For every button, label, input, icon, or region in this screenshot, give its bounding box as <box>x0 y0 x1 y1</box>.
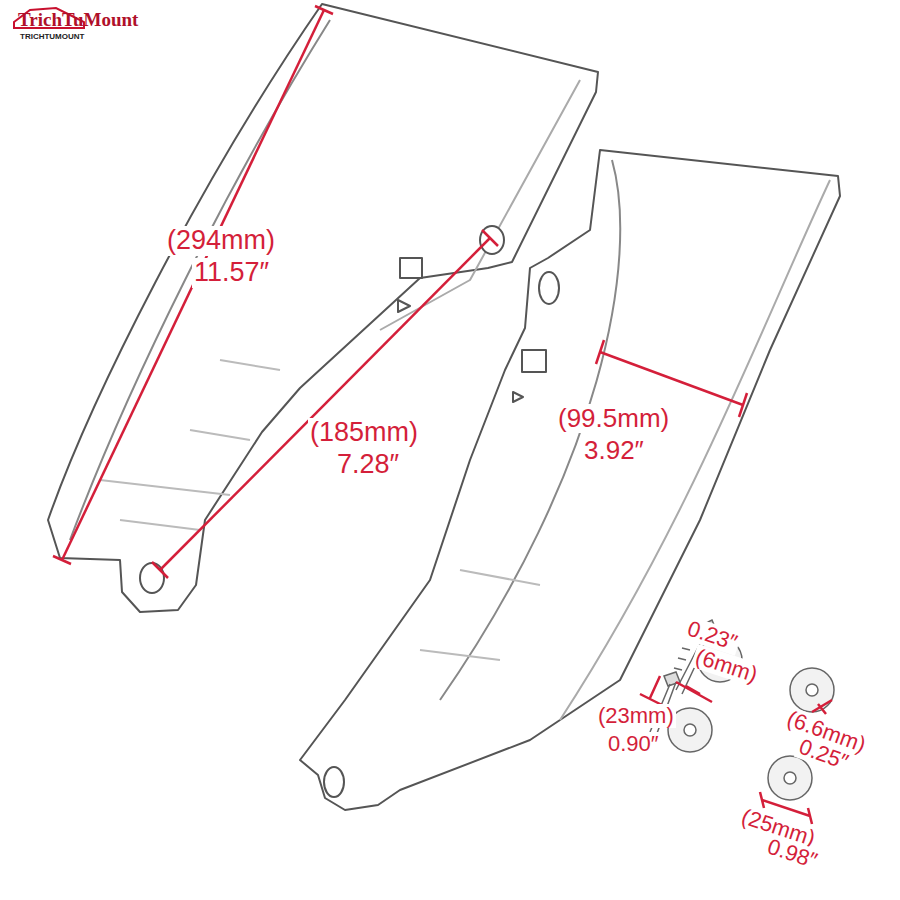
dimension-label: (294mm) <box>165 226 277 256</box>
brand-logo: TRICHTUMOUNT <box>20 33 84 42</box>
deflector-right <box>300 150 840 810</box>
hardware <box>650 620 834 800</box>
dimension-label: (185mm) <box>308 418 420 448</box>
dimension-label: 3.92″ <box>582 436 646 465</box>
dimension-label: (99.5mm) <box>556 404 671 433</box>
dimension-label: 11.57″ <box>192 258 271 288</box>
dimension-label: (23mm) <box>596 704 676 728</box>
brand-logo: TrichTuMount <box>18 10 138 31</box>
dimension-label: 0.90″ <box>606 732 661 756</box>
dimension-label: 7.28″ <box>335 450 401 480</box>
dimension-lines <box>53 6 832 824</box>
